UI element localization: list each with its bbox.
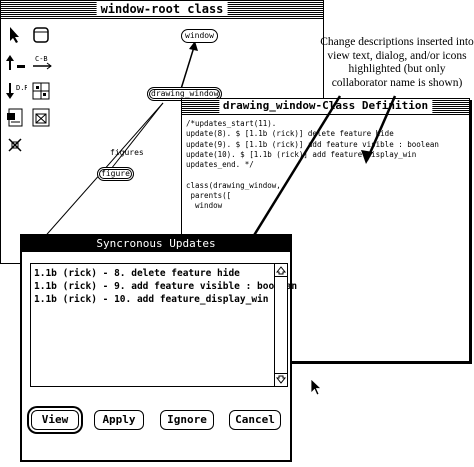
- view-button[interactable]: View: [31, 410, 79, 430]
- def-window-titlebar[interactable]: drawing_window-Class Definition: [182, 99, 469, 115]
- def-window-title: drawing_window-Class Definition: [218, 99, 433, 113]
- cancel-button[interactable]: Cancel: [229, 410, 281, 430]
- class-window-titlebar[interactable]: window-root class: [1, 1, 323, 19]
- apply-button[interactable]: Apply: [94, 410, 144, 430]
- svg-text:D.R: D.R: [16, 84, 27, 92]
- document-icon[interactable]: [5, 107, 25, 127]
- box-icon[interactable]: [31, 107, 51, 127]
- inherit-up-icon[interactable]: [5, 53, 25, 73]
- relation-label-figures: figures: [110, 148, 144, 157]
- synchronous-updates-dialog: Syncronous Updates 1.1b (rick) - 8. dele…: [20, 234, 297, 462]
- class-definition-text[interactable]: /*updates_start(11). update(8). $ [1.1b …: [186, 119, 439, 211]
- arrow-pointer-icon[interactable]: [5, 25, 25, 45]
- ignore-button[interactable]: Ignore: [160, 410, 214, 430]
- scroll-up-arrow-icon[interactable]: [275, 264, 287, 277]
- delete-x-icon[interactable]: [5, 135, 25, 155]
- link-c-b-icon[interactable]: C-B: [31, 53, 52, 73]
- dialog-title[interactable]: Syncronous Updates: [22, 236, 290, 252]
- grid-icon[interactable]: [31, 81, 51, 101]
- update-list[interactable]: 1.1b (rick) - 8. delete feature hide 1.1…: [30, 263, 297, 387]
- update-item[interactable]: 1.1b (rick) - 10. add feature_display_wi…: [34, 294, 269, 305]
- update-item[interactable]: 1.1b (rick) - 9. add feature visible : b…: [34, 281, 298, 292]
- mouse-cursor-icon: [310, 378, 323, 396]
- update-list-scrollbar[interactable]: [274, 264, 287, 386]
- rectangle-icon[interactable]: [31, 25, 51, 45]
- update-item[interactable]: 1.1b (rick) - 8. delete feature hide: [34, 268, 240, 279]
- inherit-down-icon[interactable]: D.R: [5, 81, 29, 101]
- scroll-down-arrow-icon[interactable]: [275, 373, 287, 386]
- class-node-window[interactable]: window: [181, 29, 218, 43]
- svg-text:C-B: C-B: [35, 55, 48, 63]
- class-definition-window: drawing_window-Class Definition /*update…: [181, 98, 470, 362]
- class-window-title: window-root class: [96, 2, 228, 16]
- annotation-text: Change descriptions inserted into view t…: [320, 36, 474, 89]
- class-node-figure[interactable]: figure: [97, 167, 134, 181]
